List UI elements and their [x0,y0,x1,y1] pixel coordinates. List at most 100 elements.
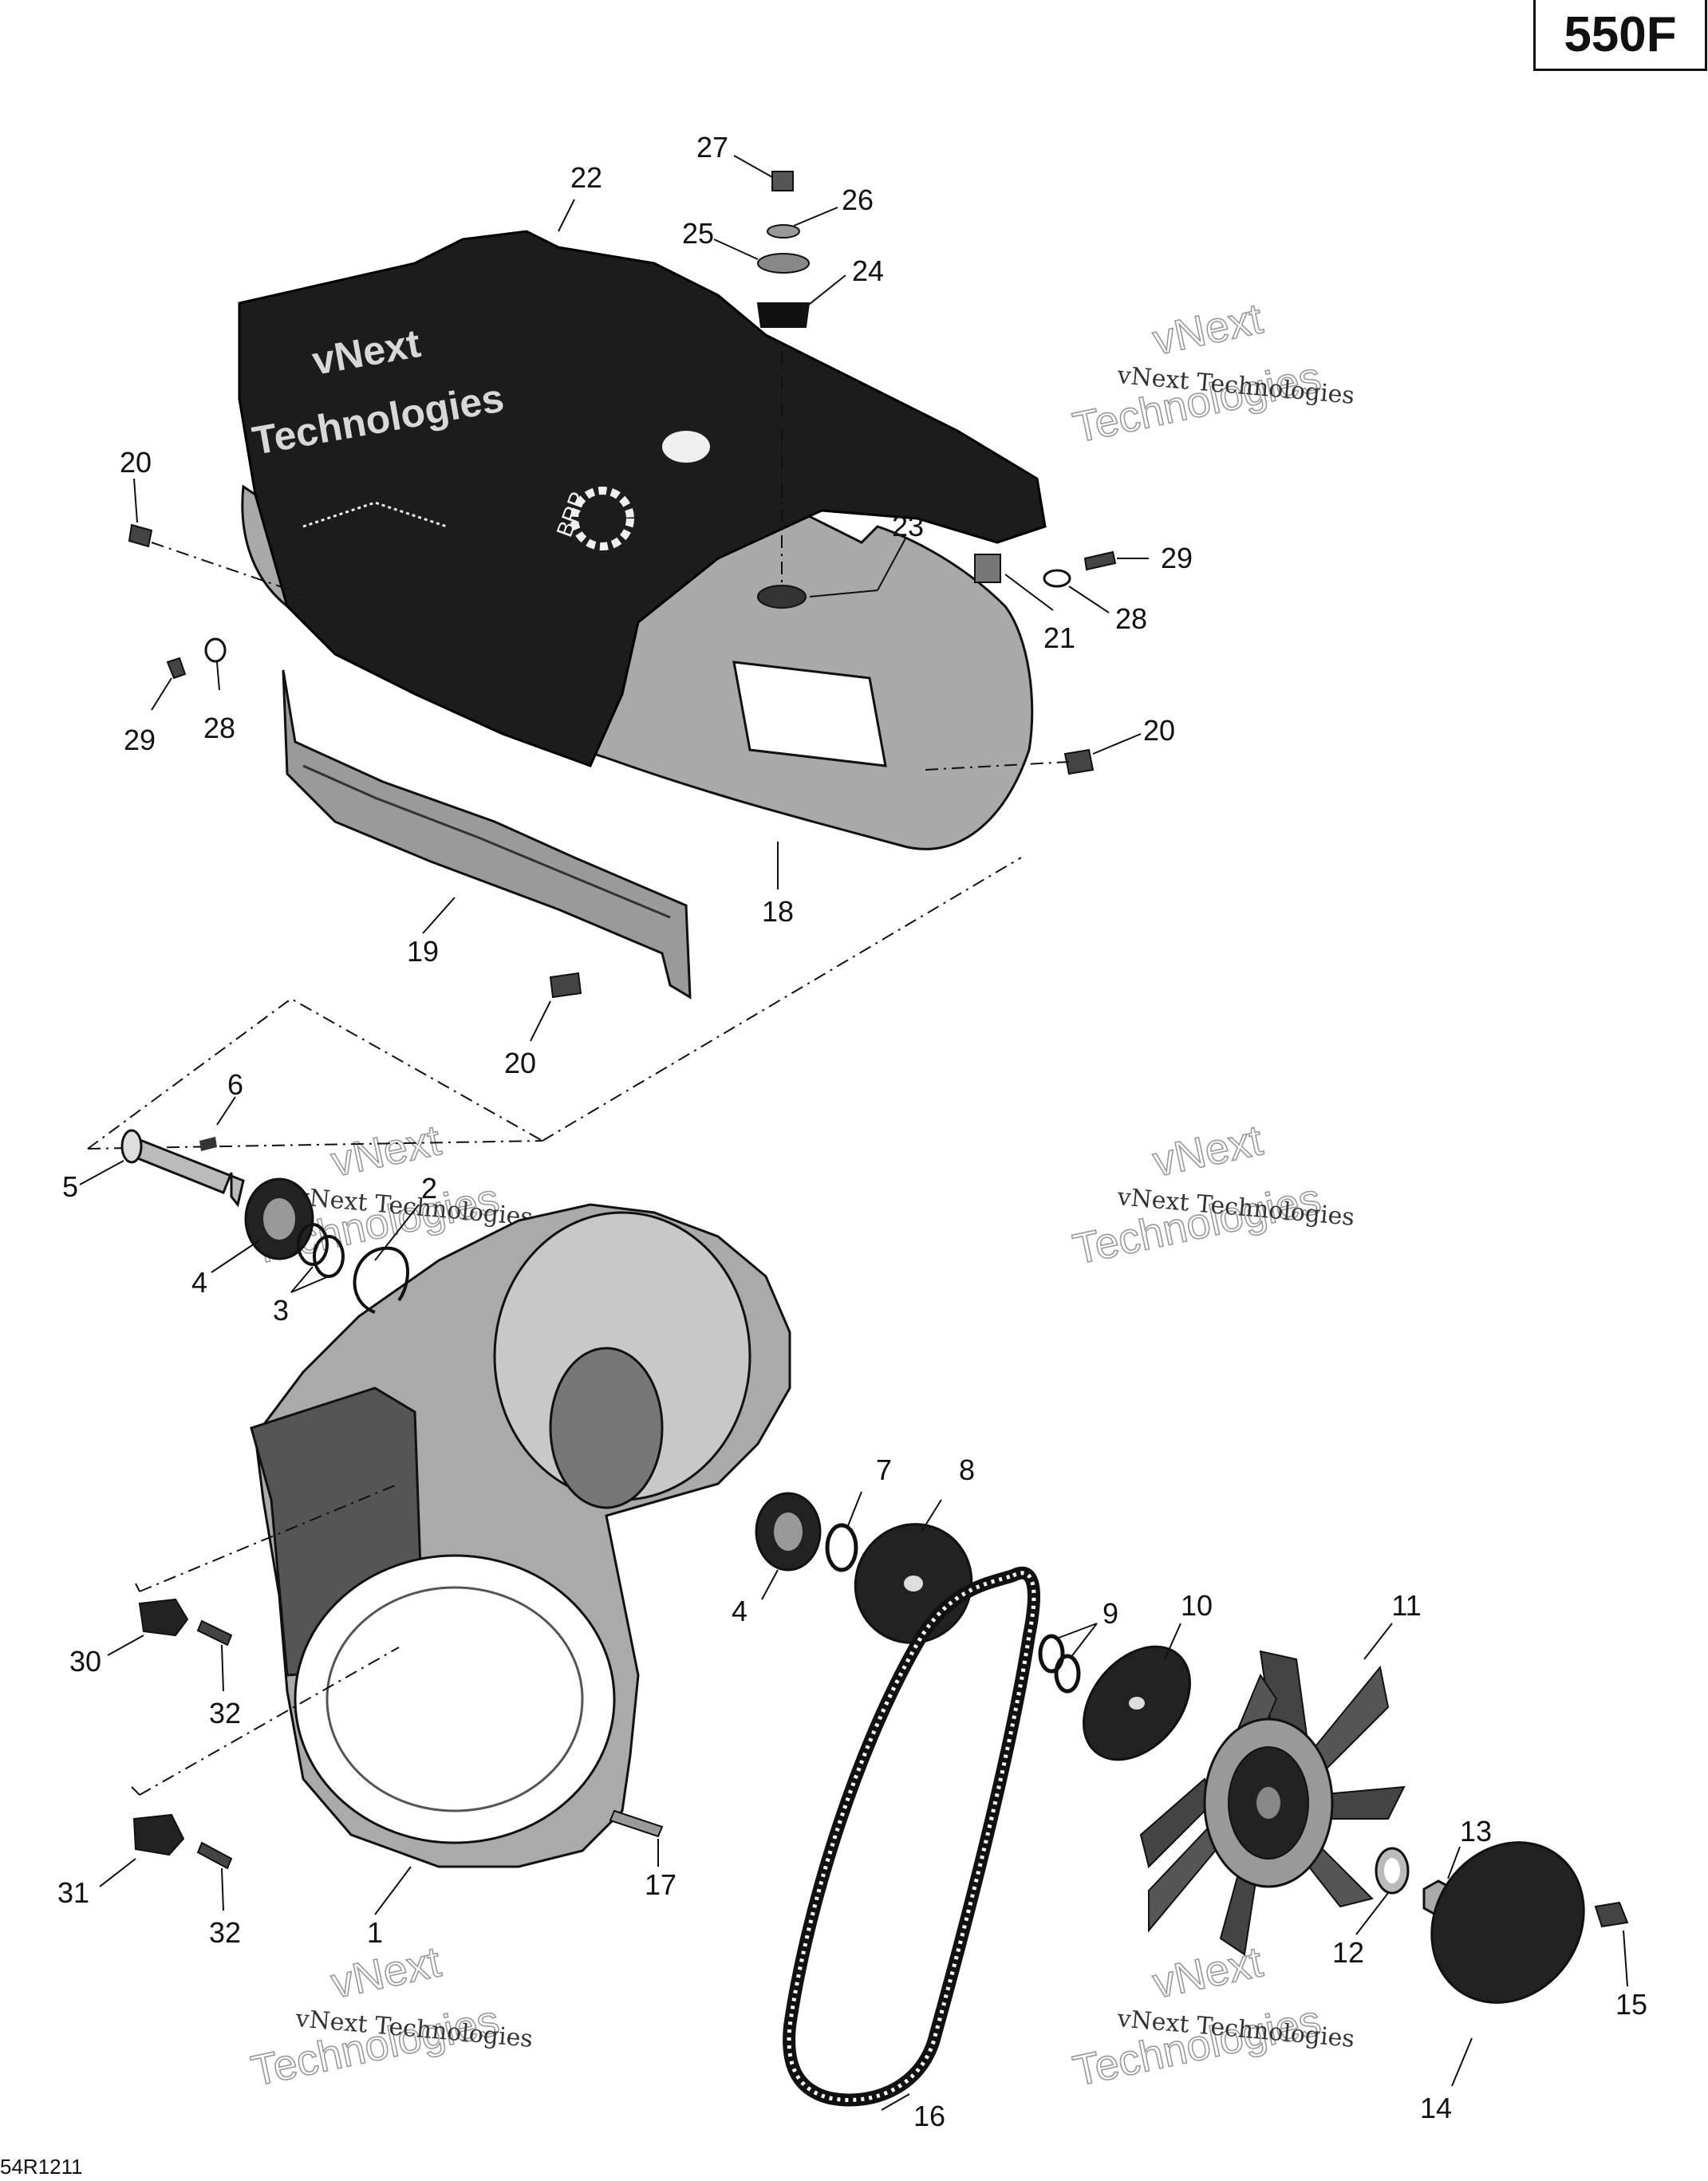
washer-26 [767,224,800,239]
callout-8: 8 [959,1453,975,1486]
screw-part-15 [1594,1901,1629,1928]
axis-line [131,1786,140,1796]
screw-part-32-lower [196,1841,233,1870]
callout-24: 24 [852,254,884,287]
pin-part-5 [120,1139,245,1208]
fan-part-11 [1139,1650,1406,1956]
housing-part-1-lower-inner [325,1586,584,1812]
callout-15: 15 [1615,1988,1647,2021]
callout-13: 13 [1460,1815,1492,1848]
cover-part-22 [238,230,1047,767]
spacer-24 [756,302,811,328]
hardware-upper [128,171,1117,999]
callout-20-bottom: 20 [504,1047,536,1079]
svg-text:vNext: vNext [1149,294,1267,364]
callout-7: 7 [876,1453,892,1486]
ring-part-9a [1038,1634,1065,1674]
screw-part-32-upper [196,1619,233,1647]
axis-line [925,761,1070,771]
callout-4-lower: 4 [732,1595,747,1627]
axis-line [135,1583,140,1592]
ring-part-3a [297,1223,329,1266]
screw-29-left [166,657,187,680]
washer-part-8-hole [904,1576,923,1591]
screw-29-right [1083,550,1117,571]
bracket-part-19-detail [302,764,671,919]
callout-2: 2 [421,1172,437,1205]
callout-1: 1 [367,1916,383,1949]
callout-19: 19 [407,935,439,968]
key-part-6 [199,1137,217,1151]
callout-22: 22 [570,161,602,194]
belt-part-16-inner [787,1571,1036,2102]
callout-27: 27 [696,131,728,164]
clamp-part-31 [132,1813,185,1856]
screw-27 [771,171,794,191]
callout-30: 30 [69,1645,101,1678]
plate-part-10-hole [1129,1697,1145,1710]
callout-31: 31 [57,1876,89,1909]
callout-17: 17 [645,1868,676,1901]
axis-line [151,542,304,595]
washer-28-left [204,637,227,663]
watermark: vNext Technologies vNext Technologies [1068,1116,1355,1275]
callout-25: 25 [682,217,714,250]
callout-12: 12 [1332,1936,1364,1969]
model-label: 550F [1533,0,1707,71]
bearing-part-4-lower-bore [774,1513,803,1551]
watermark: vNext Technologies vNext Technologies [1068,1938,1355,2096]
clamp-part-30 [138,1598,189,1637]
callout-20-left: 20 [120,446,152,479]
pin-part-5-end [120,1129,143,1164]
callout-5: 5 [62,1170,78,1203]
reference-code: 54R1211 [0,2155,83,2179]
callout-9: 9 [1103,1597,1118,1630]
callout-10: 10 [1181,1589,1213,1622]
ring-part-7 [825,1523,858,1572]
callout-21: 21 [1043,621,1075,654]
washer-25 [757,253,810,274]
callout-28-left: 28 [203,712,235,744]
callout-29-right: 29 [1161,542,1193,574]
callout-26: 26 [842,183,874,216]
cap-part-14 [1430,1841,1585,2004]
screw-part-17 [609,1809,664,1838]
cover-vent-hole [662,431,710,463]
circlip-part-2 [353,1246,409,1314]
watermark: vNext Technologies vNext Technologies [1068,294,1355,453]
callout-4-upper: 4 [191,1266,207,1299]
mounting-dash-outline [87,857,1022,1150]
callout-labels: 22 27 26 25 24 23 21 28 29 20 20 28 29 1… [57,131,1647,2132]
ring-part-12-hole [1384,1858,1400,1883]
shroud-part-18-opening [732,661,887,767]
axis-line [139,1483,400,1592]
callout-6: 6 [227,1068,243,1101]
callout-20-right: 20 [1143,714,1175,747]
bearing-part-4-upper-bore [263,1198,295,1240]
svg-text:vNext: vNext [1149,1938,1267,2007]
callout-18: 18 [762,895,794,928]
callout-28-right: 28 [1115,602,1147,635]
screw-20-bottom [549,972,582,999]
screw-20-left [128,523,153,548]
callout-3: 3 [273,1294,289,1327]
clip-21 [974,554,1001,583]
callout-29-left: 29 [124,724,156,756]
callout-23: 23 [892,510,924,542]
ring-part-9b [1054,1654,1081,1694]
svg-text:vNext: vNext [327,1938,445,2007]
svg-text:vNext: vNext [1149,1116,1267,1185]
callout-32-upper: 32 [209,1697,241,1729]
callout-32-lower: 32 [209,1916,241,1949]
watermark: vNext Technologies vNext Technologies [247,1938,534,2096]
washer-28-right [1043,569,1071,588]
callout-16: 16 [913,2100,945,2132]
screw-20-right [1063,748,1095,775]
callout-14: 14 [1420,2092,1452,2124]
housing-part-1-hub [549,1347,664,1509]
bracket-part-19 [282,669,692,1000]
grommet-23 [757,585,807,609]
callout-11: 11 [1391,1589,1421,1622]
axis-line [139,1647,400,1796]
